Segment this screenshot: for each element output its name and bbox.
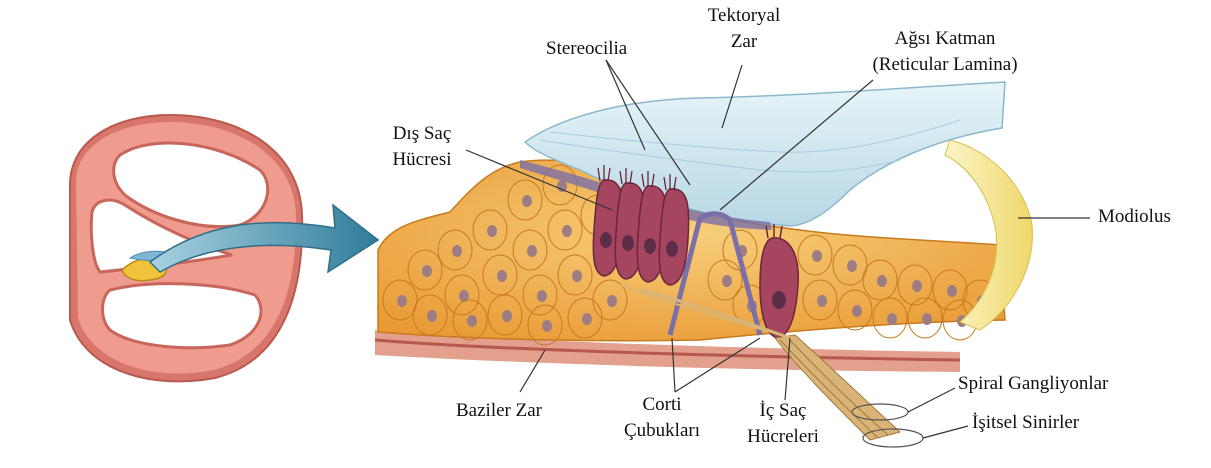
label-basilar: Baziler Zar <box>456 399 542 422</box>
label-spiral-ganglion: Spiral Gangliyonlar <box>958 372 1108 395</box>
cell-nucleus <box>397 295 407 307</box>
label-corti-2: Çubukları <box>612 419 712 442</box>
hair-cell-nucleus <box>622 235 634 251</box>
cell-nucleus <box>947 285 957 297</box>
cell-nucleus <box>502 310 512 322</box>
cell-nucleus <box>582 313 592 325</box>
cell-nucleus <box>607 295 617 307</box>
label-modiolus: Modiolus <box>1098 205 1171 228</box>
label-auditory-nerve: İşitsel Sinirler <box>972 411 1079 434</box>
label-corti-1: Corti <box>612 393 712 416</box>
cell-nucleus <box>847 260 857 272</box>
label-outer-hair-1: Dış Saç <box>372 122 472 145</box>
cell-nucleus <box>912 280 922 292</box>
cell-nucleus <box>467 315 477 327</box>
leader-nerve <box>923 426 968 438</box>
cell-nucleus <box>722 275 732 287</box>
label-tectorial-2: Zar <box>684 30 804 53</box>
label-stereocilia: Stereocilia <box>546 37 627 60</box>
label-tectorial-1: Tektoryal <box>684 4 804 27</box>
cell-nucleus <box>562 225 572 237</box>
cell-nucleus <box>877 275 887 287</box>
label-reticular-2: (Reticular Lamina) <box>830 53 1060 76</box>
label-inner-hair-2: Hücreleri <box>728 425 838 448</box>
cell-nucleus <box>572 270 582 282</box>
cell-nucleus <box>522 195 532 207</box>
label-outer-hair-2: Hücresi <box>372 148 472 171</box>
cell-nucleus <box>922 313 932 325</box>
cell-nucleus <box>537 290 547 302</box>
cell-nucleus <box>527 245 537 257</box>
cell-nucleus <box>427 310 437 322</box>
cell-nucleus <box>487 225 497 237</box>
cell-nucleus <box>817 295 827 307</box>
hair-cell-nucleus <box>644 238 656 254</box>
cell-nucleus <box>542 320 552 332</box>
cell-nucleus <box>422 265 432 277</box>
cell-nucleus <box>887 313 897 325</box>
cell-nucleus <box>852 305 862 317</box>
cell-nucleus <box>452 245 462 257</box>
cell-nucleus <box>497 270 507 282</box>
cell-nucleus <box>812 250 822 262</box>
hair-cell-nucleus <box>600 232 612 248</box>
leader-spiral <box>908 388 955 412</box>
hair-cell-nucleus <box>666 241 678 257</box>
label-reticular-1: Ağsı Katman <box>830 27 1060 50</box>
label-inner-hair-1: İç Saç <box>728 399 838 422</box>
